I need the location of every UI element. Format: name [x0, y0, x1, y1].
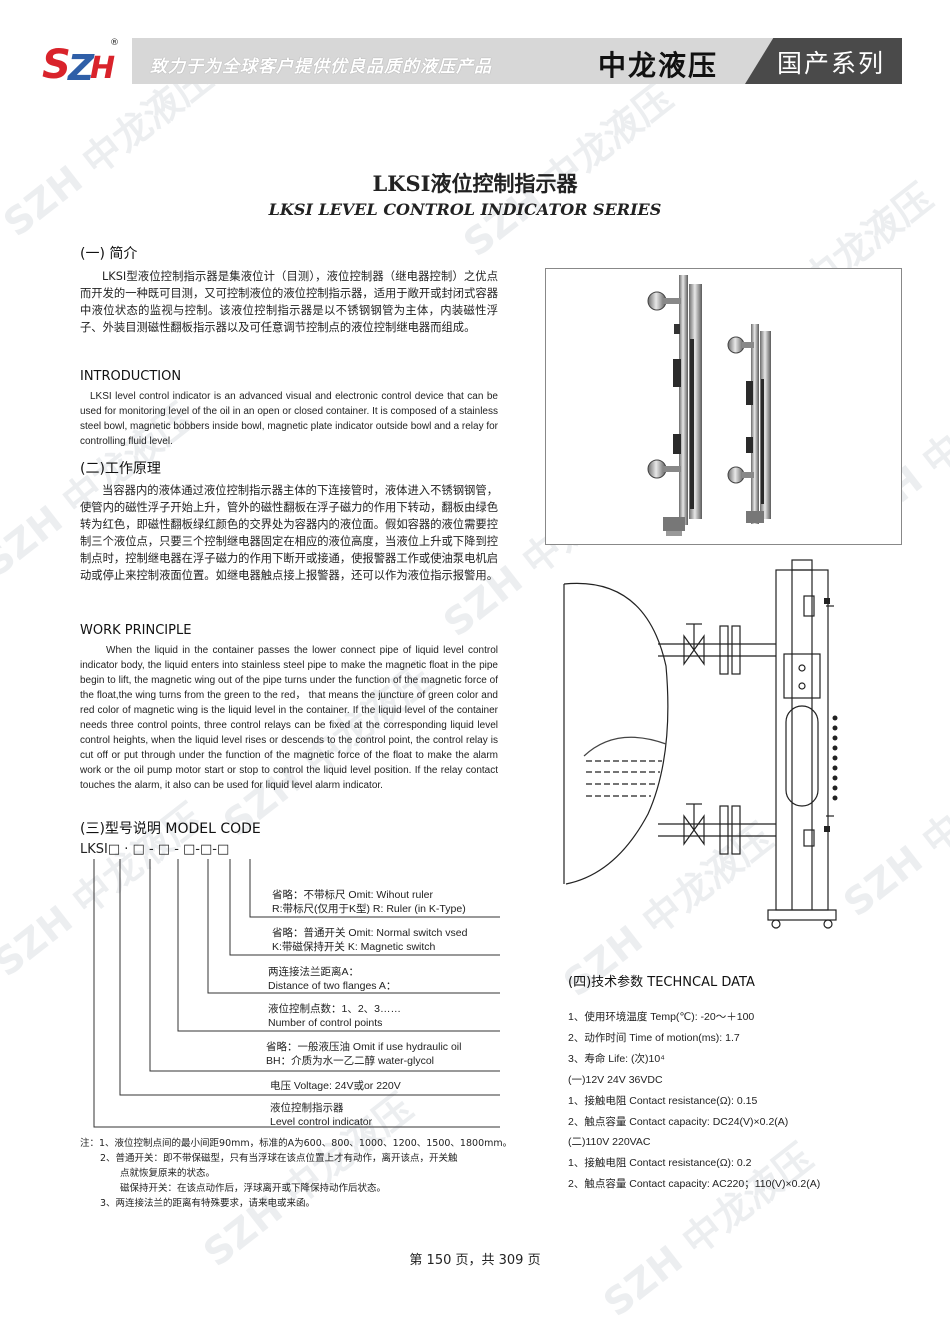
tech-line: 2、动作时间 Time of motion(ms): 1.7 [568, 1032, 740, 1044]
section-intro-heading: (一) 简介 [80, 246, 138, 262]
tech-line: 1、使用环境温度 Temp(℃): -20～＋100 [568, 1011, 755, 1023]
installation-drawing [556, 556, 901, 936]
model-code-string: LKSI□ · □ - □ - □-□-□ [80, 842, 229, 857]
model-code-diagram [93, 859, 500, 1128]
header-slogan: 致力于为全球客户提供优良品质的液压产品 [150, 57, 492, 77]
model-code-prefix: LKSI [80, 842, 108, 857]
introduction-heading: INTRODUCTION [80, 369, 182, 384]
logo: S Z H ® [40, 36, 120, 89]
page-subtitle: LKSI LEVEL CONTROL INDICATOR SERIES [268, 200, 662, 219]
introduction-body: LKSI level control indicator is an advan… [80, 391, 499, 447]
header-brand: 中龙液压 [598, 49, 719, 82]
header-series-label: 国产系列 [777, 49, 886, 78]
header-bar [132, 38, 782, 84]
work-principle-body: When the liquid in the container passes … [80, 645, 498, 791]
model-row-voltage: 电压 Voltage: 24V或or 220V [270, 1080, 401, 1092]
tech-line: 2、触点容量 Contact capacity: AC220；110(V)×0.… [568, 1178, 821, 1190]
notes: 注：1、液位控制点间的最小间距90mm，标准的A为600、800、1000、12… [80, 1136, 540, 1211]
note-line: 注：1、液位控制点间的最小间距90mm，标准的A为600、800、1000、12… [80, 1138, 513, 1149]
svg-text:S: S [42, 42, 71, 88]
tech-line: 1、接触电阻 Contact resistance(Ω): 0.2 [568, 1157, 752, 1169]
section-principle-body: 当容器内的液体通过液位控制指示器主体的下连接管时，液体进入不锈钢钢管，使管内的磁… [80, 484, 498, 582]
registered-mark: ® [110, 38, 119, 48]
note-line: 点就恢复原来的状态。 [120, 1168, 216, 1179]
tech-line: 3、寿命 Life: (次)10⁴ [568, 1053, 665, 1065]
tech-line: (二)110V 220VAC [568, 1136, 651, 1148]
work-principle-heading: WORK PRINCIPLE [80, 623, 192, 638]
tech-line: 2、触点容量 Contact capacity: DC24(V)×0.2(A) [568, 1116, 789, 1128]
model-code-fields: □ · □ - □ - □-□-□ [107, 842, 230, 857]
page-title: LKSI液位控制指示器 [372, 171, 578, 196]
svg-text:Z: Z [67, 48, 95, 88]
header-series-tab: 国产系列 [745, 38, 902, 84]
section-intro-body: LKSI型液位控制指示器是集液位计（目测），液位控制器（继电器控制）之优点而开发… [80, 270, 498, 334]
model-code-heading: (三)型号说明 MODEL CODE [80, 821, 261, 837]
note-line: 2、普通开关：即不带保磁型，只有当浮球在该点位置上才有动作，离开该点，开关触 [100, 1153, 458, 1164]
product-photo [545, 268, 902, 545]
page-number: 第 150 页，共 309 页 [409, 1253, 541, 1268]
note-line: 磁保持开关：在该点动作后，浮球离开或下降保持动作后状态。 [120, 1183, 387, 1194]
tech-line: 1、接触电阻 Contact resistance(Ω): 0.15 [568, 1095, 758, 1107]
svg-text:H: H [90, 51, 115, 86]
note-line: 3、两连接法兰的距离有特殊要求，请来电或来函。 [100, 1198, 316, 1209]
model-row-flange-distance: 两连接法兰距离A：Distance of two flanges A： [268, 966, 397, 992]
tech-data-heading: (四)技术参数 TECHNCAL DATA [568, 975, 755, 990]
model-row-control-points: 液位控制点数：1、2、3……Number of control points [268, 1003, 402, 1029]
tech-line: (一)12V 24V 36VDC [568, 1074, 663, 1086]
section-principle-heading: (二)工作原理 [80, 461, 161, 477]
